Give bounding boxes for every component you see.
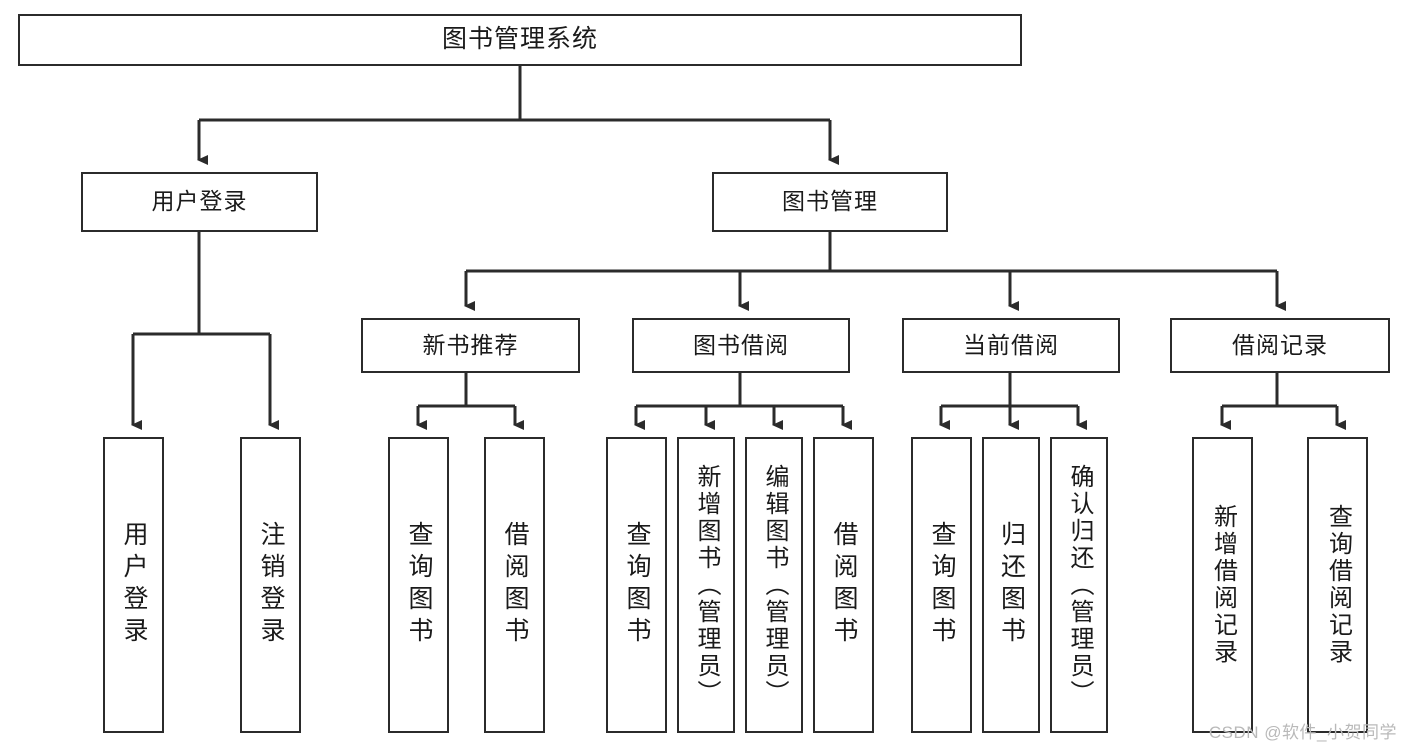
node-label: 查询借阅记录 (1324, 504, 1352, 666)
node-leaf-query-borrow-record[interactable]: 查询借阅记录 (1307, 437, 1368, 733)
node-label: 图书借阅 (693, 331, 789, 358)
node-label: 归还图书 (997, 521, 1026, 649)
node-label: 借阅图书 (830, 521, 858, 649)
node-leaf-query-book-current[interactable]: 查询图书 (911, 437, 972, 733)
node-current-borrow[interactable]: 当前借阅 (902, 318, 1120, 373)
node-label: 借阅记录 (1232, 331, 1328, 358)
node-label: 借阅图书 (501, 521, 529, 649)
node-label: 用户登录 (151, 188, 248, 215)
node-leaf-edit-book[interactable]: 编辑图书（管理员） (745, 437, 803, 733)
node-leaf-add-book[interactable]: 新增图书（管理员） (677, 437, 735, 733)
node-new-book-recommend[interactable]: 新书推荐 (361, 318, 580, 373)
node-label: 图书管理系统 (441, 25, 598, 54)
node-label: 确认归还（管理员） (1066, 463, 1093, 707)
node-label: 新书推荐 (422, 331, 519, 358)
node-label: 注销登录 (257, 521, 285, 649)
node-leaf-query-book-recommend[interactable]: 查询图书 (388, 437, 449, 733)
node-borrow-record[interactable]: 借阅记录 (1170, 318, 1390, 373)
node-label: 编辑图书（管理员） (761, 463, 788, 707)
node-label: 新增借阅记录 (1209, 504, 1237, 666)
node-label: 图书管理 (782, 188, 878, 215)
node-leaf-query-book-borrow[interactable]: 查询图书 (606, 437, 667, 733)
node-leaf-add-borrow-record[interactable]: 新增借阅记录 (1192, 437, 1253, 733)
node-leaf-return-book[interactable]: 归还图书 (982, 437, 1040, 733)
node-leaf-borrow-book[interactable]: 借阅图书 (813, 437, 874, 733)
node-leaf-confirm-return[interactable]: 确认归还（管理员） (1050, 437, 1108, 733)
csdn-watermark: CSDN @软件_小贺同学 (1208, 723, 1397, 742)
node-label: 查询图书 (928, 521, 956, 649)
node-label: 当前借阅 (963, 331, 1059, 358)
node-book-management[interactable]: 图书管理 (712, 172, 948, 232)
node-book-borrow[interactable]: 图书借阅 (632, 318, 850, 373)
node-leaf-logout-login[interactable]: 注销登录 (240, 437, 301, 733)
node-leaf-borrow-book-recommend[interactable]: 借阅图书 (484, 437, 545, 733)
node-user-login[interactable]: 用户登录 (81, 172, 318, 232)
node-book-management-system[interactable]: 图书管理系统 (18, 14, 1022, 66)
node-label: 用户登录 (120, 521, 148, 649)
node-label: 新增图书（管理员） (693, 463, 720, 707)
node-label: 查询图书 (623, 521, 651, 649)
node-label: 查询图书 (405, 521, 433, 649)
node-leaf-user-login[interactable]: 用户登录 (103, 437, 164, 733)
